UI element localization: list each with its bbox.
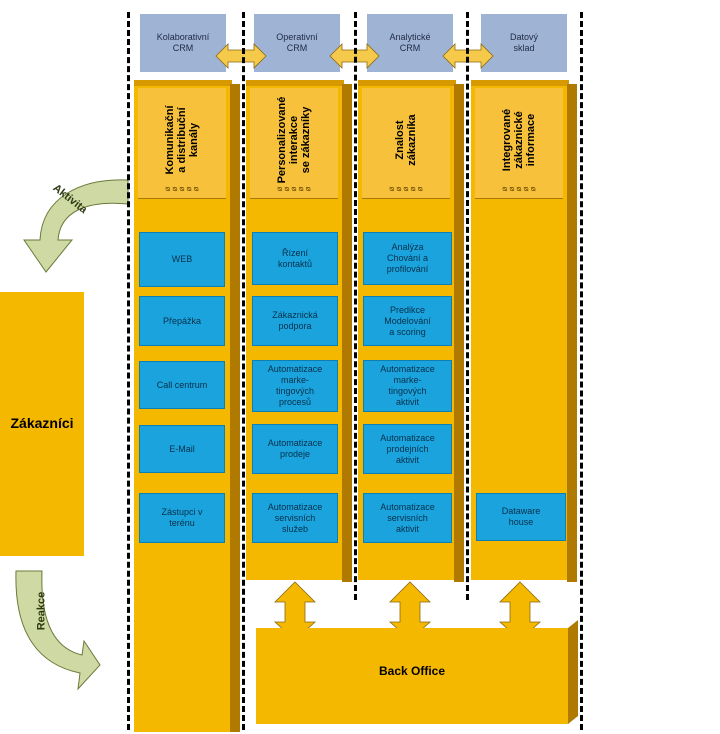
column2-header (250, 88, 338, 199)
column3-rings: ᴓ ᴓ ᴓ ᴓ ᴓ (389, 184, 423, 193)
separator-4 (466, 12, 469, 600)
column4-top (471, 80, 569, 88)
column1-side (230, 84, 240, 732)
column2-rings: ᴓ ᴓ ᴓ ᴓ ᴓ (277, 184, 311, 193)
separator-3 (354, 12, 357, 600)
separator-2 (242, 12, 245, 730)
operative-box-contacts: Řízení kontaktů (252, 232, 338, 285)
analytic-box-marketing: Automatizace marke- tingových aktivit (363, 360, 452, 412)
activity-arrow-icon (23, 179, 129, 273)
analytic-box-service: Automatizace servisních aktivit (363, 493, 452, 543)
separator-5 (580, 12, 583, 730)
column1-rings: ᴓ ᴓ ᴓ ᴓ ᴓ (165, 184, 199, 193)
backoffice-label: Back Office (378, 664, 446, 678)
channel-box-field-reps: Zástupci v terénu (139, 493, 225, 543)
operative-box-support: Zákaznická podpora (252, 296, 338, 346)
backoffice-block (256, 628, 568, 724)
column2-side (342, 84, 352, 582)
separator-1 (127, 12, 130, 730)
column1-top (134, 80, 232, 88)
operative-box-sales: Automatizace prodeje (252, 424, 338, 474)
customers-block (0, 292, 84, 556)
analytic-box-prediction: Predikce Modelování a scoring (363, 296, 452, 346)
column3-top (358, 80, 456, 88)
channel-box-web: WEB (139, 232, 225, 287)
reaction-label: Reakce (35, 591, 48, 631)
crm-header-analytic: Analytické CRM (367, 14, 453, 72)
operative-box-marketing: Automatizace marke- tingových procesů (252, 360, 338, 412)
datawarehouse-box: Dataware house (476, 493, 566, 541)
column4-rings: ᴓ ᴓ ᴓ ᴓ ᴓ (502, 184, 536, 193)
column2-top (246, 80, 344, 88)
operative-box-service: Automatizace servisních služeb (252, 493, 338, 543)
column1-header (138, 88, 226, 199)
crm-header-operative: Operativní CRM (254, 14, 340, 72)
column3-side (454, 84, 464, 582)
channel-box-counter: Přepážka (139, 296, 225, 346)
column4-side (567, 84, 577, 582)
column3-header (362, 88, 450, 199)
reaction-arrow-icon (15, 570, 101, 691)
customers-label: Zákazníci (10, 415, 74, 431)
channel-box-email: E-Mail (139, 425, 225, 473)
crm-header-datawarehouse: Datový sklad (481, 14, 567, 72)
analytic-box-sales: Automatizace prodejních aktivit (363, 424, 452, 474)
channel-box-callcentre: Call centrum (139, 361, 225, 409)
crm-header-collaborative: Kolaborativní CRM (140, 14, 226, 72)
column4-header (475, 88, 563, 199)
analytic-box-behaviour: Analýza Chování a profilování (363, 232, 452, 285)
